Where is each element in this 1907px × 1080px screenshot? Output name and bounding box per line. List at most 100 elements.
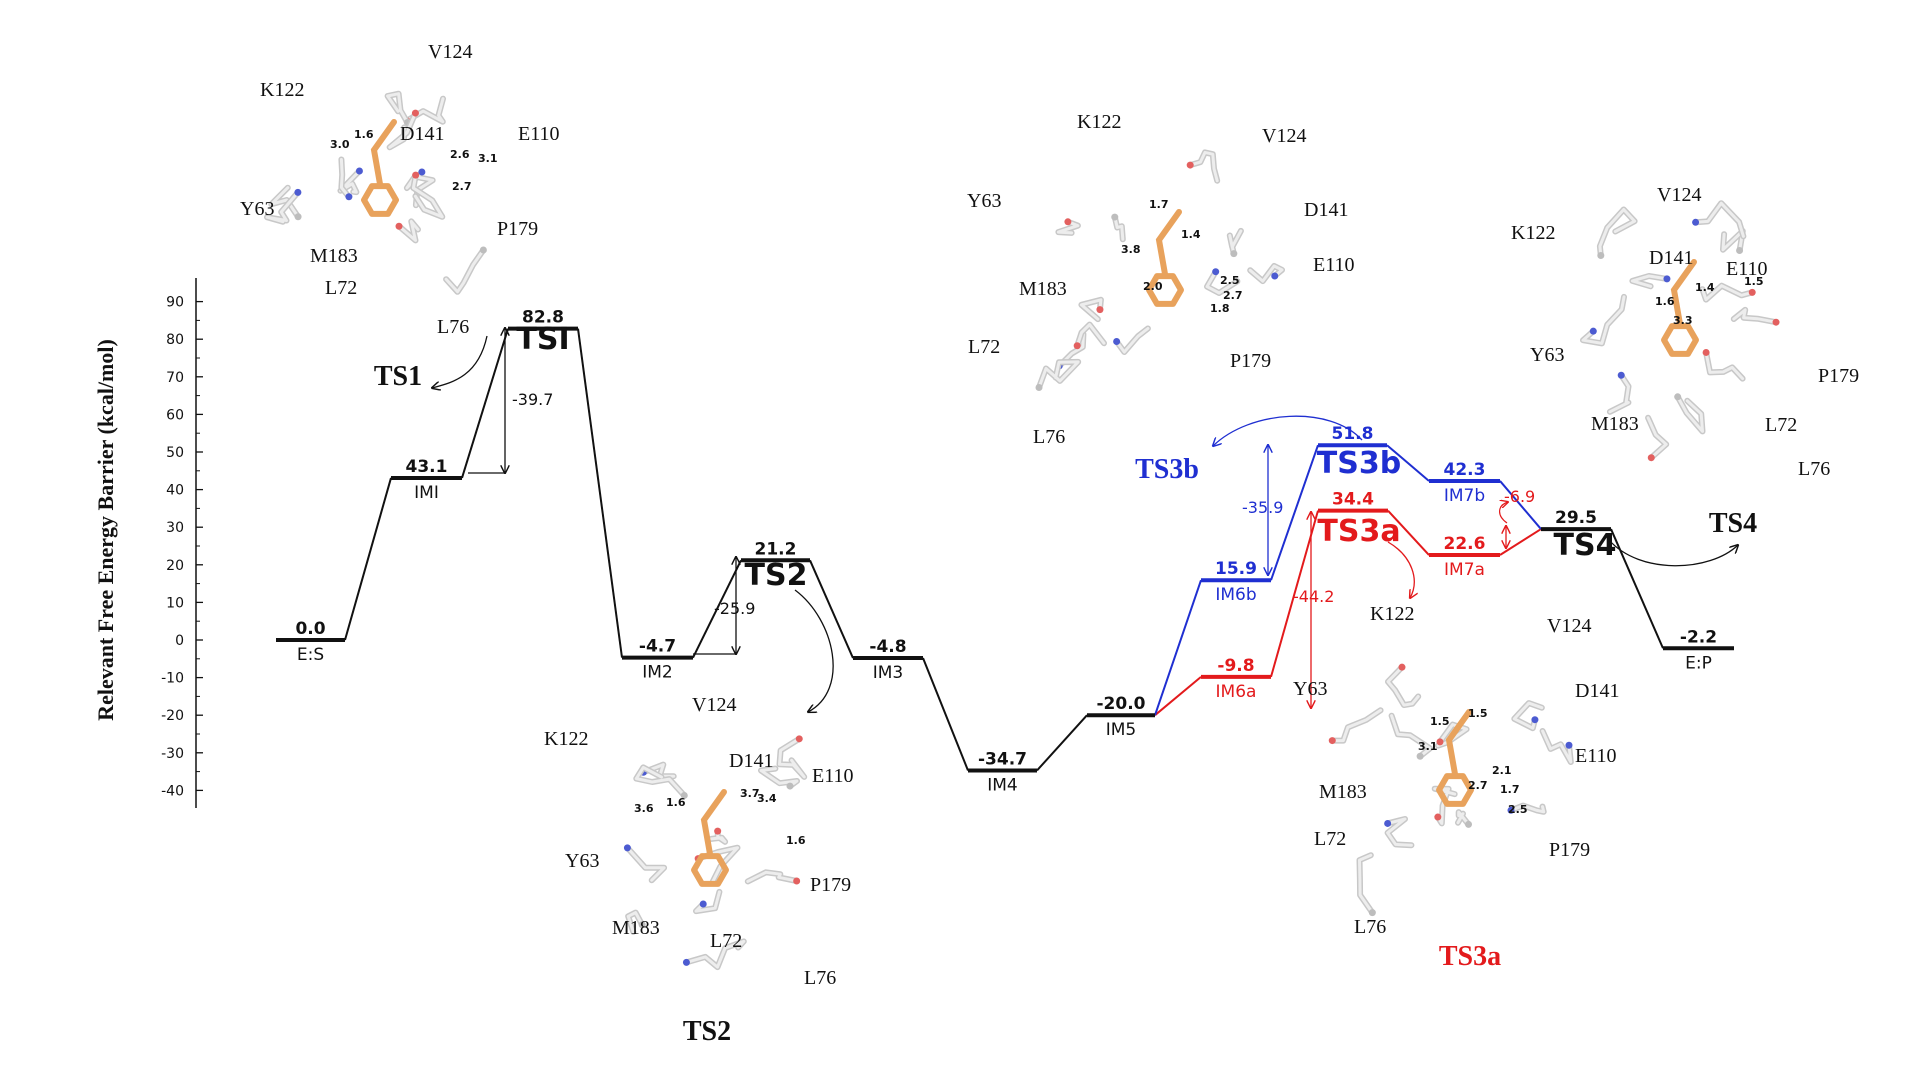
barrier-label-tsi: -39.7 [512, 390, 553, 409]
level-ts3b: 51.8 [1318, 424, 1387, 448]
residue-label: Y63 [1530, 344, 1564, 366]
level-tsi: 82.8 [508, 308, 578, 331]
distance-label: 3.1 [1418, 740, 1438, 753]
residue-label: K122 [1511, 222, 1555, 244]
level-value: -9.8 [1217, 656, 1254, 676]
y-axis-label: Relevant Free Energy Barrier (kcal/mol) [93, 339, 118, 721]
level-label: IM7a [1444, 560, 1485, 580]
level-label: IM7b [1444, 486, 1485, 506]
distance-label: 1.8 [1210, 302, 1230, 315]
level-title-ts3b: TS3b [1317, 446, 1401, 481]
level-value: 51.8 [1332, 424, 1374, 444]
y-tick-label: 70 [166, 370, 184, 386]
pointer-arrow-ts3b [1213, 415, 1363, 446]
pointer-arrow-ts2 [794, 589, 834, 712]
residue-label: D141 [1649, 247, 1693, 269]
residue-label: E110 [1575, 745, 1616, 767]
residue-label: K122 [1370, 603, 1414, 625]
level-value: 43.1 [406, 457, 448, 477]
structure-title: TS3b [1135, 454, 1199, 485]
residue-label: V124 [692, 694, 736, 716]
residue-label: K122 [544, 728, 588, 750]
barrier-arrows: -39.7 -25.9 -35.9 -44.2 -6.9 [468, 328, 1535, 708]
pointer-arrows [432, 335, 1738, 712]
y-tick-label: 30 [166, 520, 184, 536]
residue-label: V124 [1547, 615, 1591, 637]
stick-model [623, 735, 808, 971]
distance-label: 1.6 [786, 834, 806, 847]
barrier-label-ts3a: -44.2 [1293, 587, 1334, 606]
pointer-arrow-ts3a [1387, 541, 1414, 598]
level-value: 34.4 [1332, 490, 1374, 510]
distance-label: 3.7 [740, 787, 760, 800]
barrier-label-ts3b: -35.9 [1242, 498, 1283, 517]
distance-label: 1.4 [1695, 281, 1715, 294]
structure-title: TS3a [1439, 941, 1501, 972]
connector [1499, 528, 1542, 556]
level-value: 29.5 [1555, 508, 1597, 528]
barrier-label-ts2: -25.9 [714, 599, 755, 618]
level-label: E:P [1685, 653, 1712, 673]
connector [461, 328, 509, 479]
level-value: 0.0 [295, 619, 325, 639]
residue-label: E110 [1313, 254, 1354, 276]
residue-label: L76 [437, 316, 469, 338]
level-label: IMI [414, 483, 439, 503]
connector [1499, 480, 1542, 530]
residue-label: K122 [260, 79, 304, 101]
barrier-label-ts4: -6.9 [1504, 487, 1535, 506]
level-es: 0.0E:S [276, 619, 345, 665]
y-tick-label: -30 [161, 746, 184, 762]
distance-label: 2.7 [1468, 779, 1488, 792]
level-title-ts4: TS4 [1554, 528, 1617, 563]
residue-label: V124 [1262, 125, 1306, 147]
distance-label: 1.4 [1181, 228, 1201, 241]
level-label: IM3 [873, 663, 904, 683]
residue-label: E110 [812, 765, 853, 787]
pointer-arrow-ts1 [432, 335, 488, 388]
connector [1387, 509, 1430, 556]
connector [344, 477, 392, 641]
distance-label: 3.8 [1121, 243, 1141, 256]
pointer-arrow-ts4 [1608, 539, 1738, 567]
distance-label: 3.4 [757, 792, 777, 805]
residue-label: L72 [1765, 414, 1797, 436]
connector [1036, 714, 1088, 772]
level-title-ts2: TS2 [745, 558, 808, 593]
connector [1610, 528, 1664, 649]
level-value: 21.2 [755, 539, 797, 559]
distance-label: 3.0 [330, 138, 350, 151]
level-value: -20.0 [1097, 694, 1146, 714]
stick-model [264, 90, 487, 295]
level-ts2: 21.2 [741, 539, 810, 563]
y-tick-label: 40 [166, 483, 184, 499]
residue-label: P179 [1230, 350, 1271, 372]
y-tick-label: 0 [175, 633, 184, 649]
residue-label: D141 [400, 123, 444, 145]
residue-label: Y63 [1293, 678, 1327, 700]
level-value: 42.3 [1444, 460, 1486, 480]
level-label: IM2 [642, 663, 673, 683]
distance-label: 1.5 [1430, 715, 1450, 728]
level-value: 22.6 [1444, 534, 1486, 554]
y-tick-label: 20 [166, 558, 184, 574]
residue-label: M183 [310, 245, 358, 267]
residue-label: V124 [428, 41, 472, 63]
level-ts4: 29.5 [1541, 508, 1611, 532]
distance-label: 2.0 [1143, 280, 1163, 293]
y-tick-label: -40 [161, 783, 184, 799]
structure-title: TS4 [1709, 508, 1757, 539]
level-title-ts3a: TS3a [1317, 514, 1400, 549]
level-label: IM4 [987, 775, 1018, 795]
residue-label: L76 [1354, 916, 1386, 938]
residue-label: D141 [1575, 680, 1619, 702]
